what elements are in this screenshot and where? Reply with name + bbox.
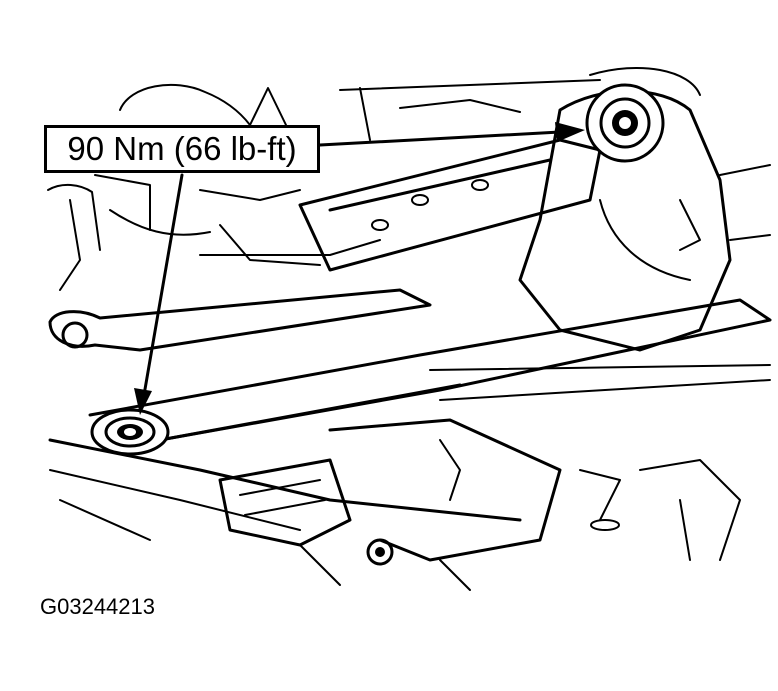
subframe — [48, 418, 741, 591]
suspension-line-drawing — [47, 66, 772, 591]
bolt-icon — [585, 83, 665, 163]
knuckle-housing — [518, 89, 771, 352]
upper-control-arm — [298, 138, 602, 272]
arrow-icon — [134, 122, 585, 415]
lower-bolt-icon — [90, 408, 170, 456]
background-components — [47, 66, 701, 291]
lower-control-arm — [48, 288, 772, 442]
figure-id: G03244213 — [40, 594, 155, 619]
torque-callout: 90 Nm (66 lb-ft) — [44, 125, 320, 173]
